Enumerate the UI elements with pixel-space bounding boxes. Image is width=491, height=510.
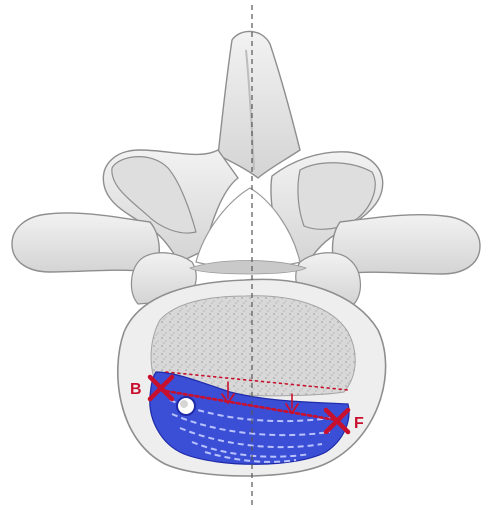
marker-label-b: B: [130, 381, 142, 398]
spinous-process: [218, 31, 300, 178]
marker-label-f: F: [354, 415, 364, 432]
vertebral-arch: [12, 31, 480, 304]
